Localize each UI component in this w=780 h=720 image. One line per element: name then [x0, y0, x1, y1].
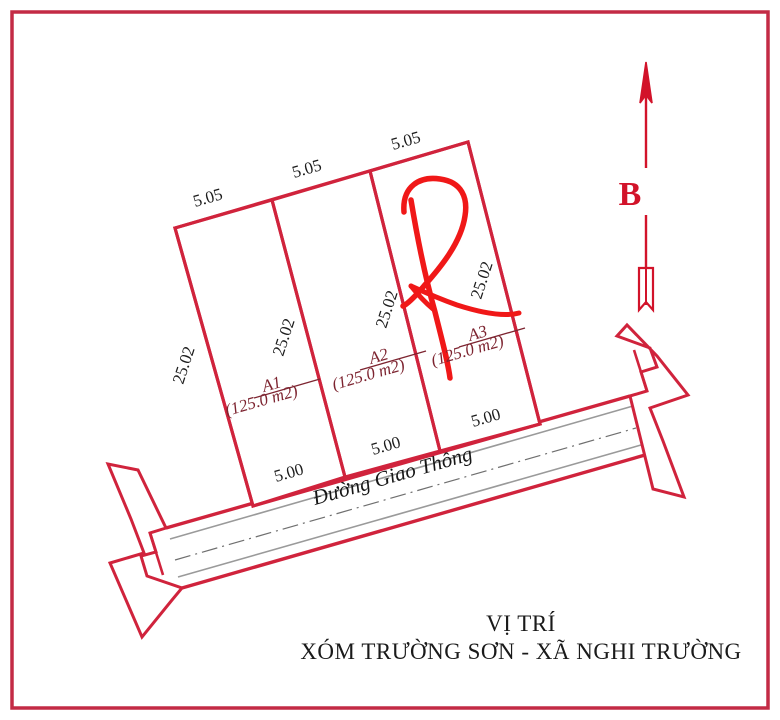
page-frame-inner-highlight: [16, 16, 764, 704]
page-frame: [10, 10, 770, 710]
caption-line-2: XÓM TRƯỜNG SƠN - XÃ NGHI TRƯỜNG: [300, 638, 741, 664]
dim-top-a2: 5.05: [290, 155, 324, 181]
dim-top-a1: 5.05: [191, 184, 225, 210]
parcel-a3[interactable]: [368, 139, 542, 453]
road-break-symbol-right-tick: [632, 349, 649, 392]
handwritten-scribble-annotation: [400, 175, 522, 381]
caption-line-1: VỊ TRÍ: [486, 611, 556, 636]
road-inner-line-bottom: [177, 444, 642, 578]
scribble-stroke-cross: [408, 283, 436, 312]
parcel-block: [173, 139, 542, 509]
dim-top-a3: 5.05: [389, 127, 423, 153]
parcel-a2-underline: [359, 350, 427, 371]
road-inner-line-top: [169, 405, 634, 540]
parcel-a1-underline: [253, 378, 321, 399]
compass-arrowhead-icon: [639, 61, 653, 104]
compass-north-indicator: B: [619, 61, 655, 313]
road-break-symbol-right: [614, 322, 691, 500]
dim-depth-left: 25.02: [169, 344, 199, 386]
scribble-stroke-tail: [408, 283, 522, 318]
road-edge-bottom: [181, 453, 646, 590]
parcel-a1-name: A1: [259, 372, 283, 396]
parcel-a3-underline: [458, 327, 526, 348]
parcel-a3-name: A3: [465, 321, 489, 345]
road-break-symbol-left-tick: [148, 532, 165, 576]
road-centerline: [174, 427, 637, 561]
scribble-stroke-stem: [408, 197, 453, 381]
road-surface: [166, 396, 645, 588]
compass-label-north: B: [619, 176, 642, 213]
parcel-a2-name: A2: [366, 344, 391, 368]
road-break-symbol-left: [105, 461, 185, 640]
